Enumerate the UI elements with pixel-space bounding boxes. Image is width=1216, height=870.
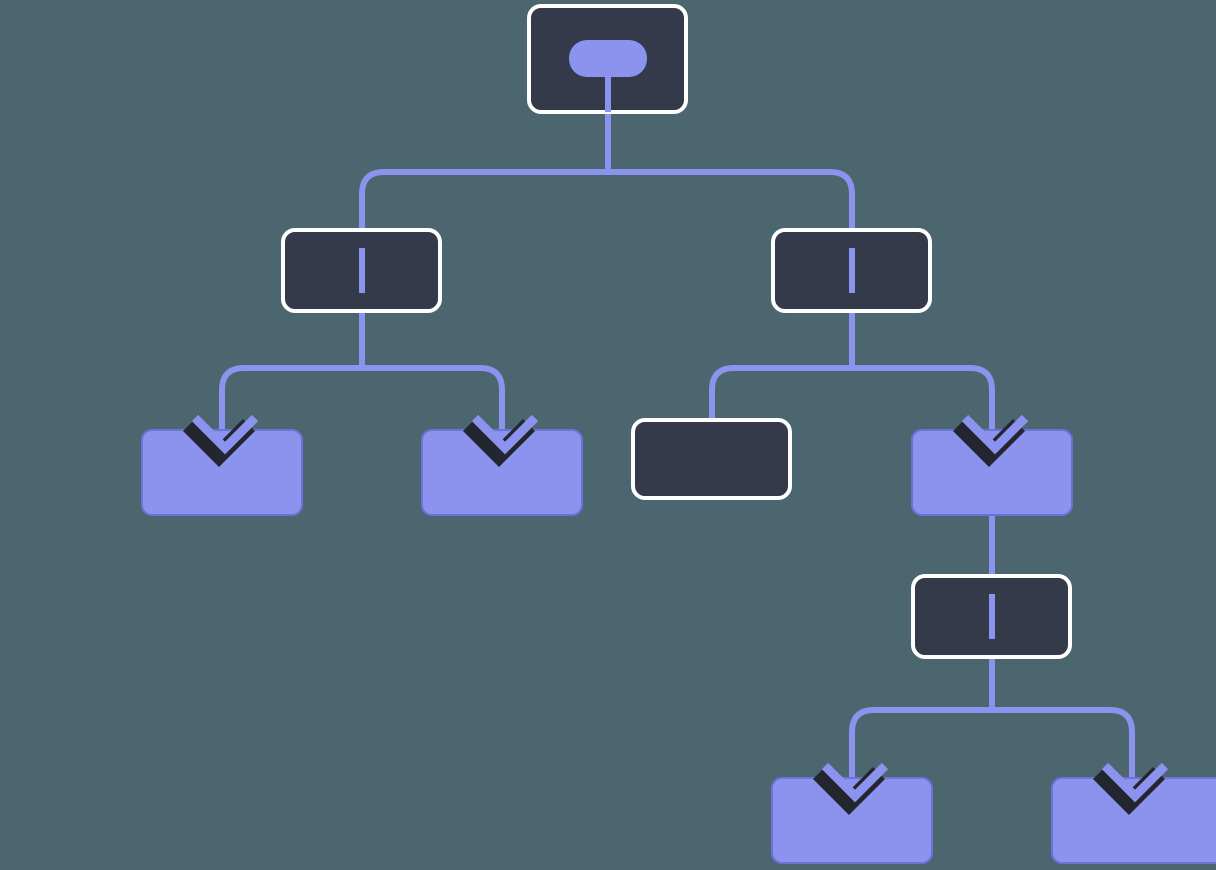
sub-branch-node[interactable]	[911, 574, 1072, 659]
leaf-node-layer	[141, 429, 1216, 864]
edge-segment	[849, 707, 1135, 788]
branch-node-left[interactable]	[281, 228, 442, 313]
branch-node-right[interactable]	[771, 228, 932, 313]
leaf-node-d[interactable]	[771, 777, 933, 864]
root-node-pill-icon	[569, 40, 647, 77]
edge-segment	[219, 365, 505, 440]
leaf-node-e[interactable]	[1051, 777, 1216, 864]
plain-dark-node[interactable]	[631, 418, 792, 500]
edge-segment	[709, 365, 995, 440]
plain-dark-node-box[interactable]	[631, 418, 792, 500]
leaf-node-b[interactable]	[421, 429, 583, 516]
edge-right-branch-to-children	[709, 313, 995, 440]
edge-segment	[359, 169, 855, 228]
edge-sub-branch-to-leaves	[849, 659, 1135, 788]
leaf-node-c[interactable]	[911, 429, 1073, 516]
edge-left-branch-to-leaves	[219, 313, 505, 440]
edge-layer	[219, 58, 1135, 788]
leaf-node-a[interactable]	[141, 429, 303, 516]
root-node[interactable]	[527, 4, 688, 114]
